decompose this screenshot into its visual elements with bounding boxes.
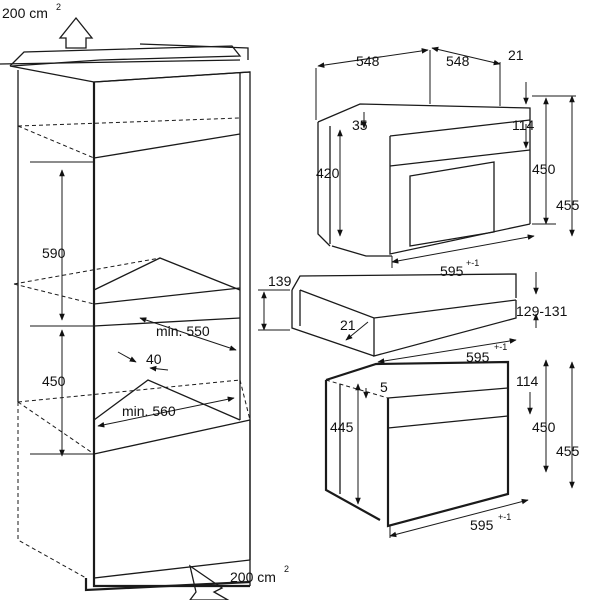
oven-top-depth-b: 548 [446,53,470,69]
oven-top-width: 595 [440,263,464,279]
oven-bottom-side-height: 445 [330,419,354,435]
oven-top-total-height: 455 [556,197,580,213]
lower-height-label: 450 [42,373,66,389]
drawer-width: 595 [466,349,490,365]
oven-top-inner: 35 [352,117,368,133]
oven-bottom-panel: 114 [516,373,539,389]
vent-top-label: 200 cm [2,5,48,21]
oven-bottom-width: 595 [470,517,494,533]
drawer-depth: 21 [340,317,356,333]
drawer-drawing [258,272,539,364]
oven-top-offset: 21 [508,47,524,63]
oven-bottom-width-sup: +-1 [498,512,511,522]
oven-top-depth-a: 548 [356,53,380,69]
oven-top-panel: 114 [512,117,535,133]
oven-bottom-drawing [324,359,575,538]
min-depth-label: min. 550 [156,323,210,339]
vent-bottom-label: 200 cm [230,569,276,585]
oven-top-width-sup: +-1 [466,258,479,268]
drawer-width-sup: +-1 [494,342,507,352]
oven-top-drawing [315,46,576,268]
niche-height-label: 590 [42,245,66,261]
oven-bottom-gap: 5 [380,379,388,395]
vent-diagonal-arrow-icon [188,564,230,600]
vent-bottom-sup: 2 [284,564,289,574]
drawer-height-right: 129-131 [516,303,568,319]
oven-top-side-height: 420 [316,165,340,181]
oven-bottom-body-height: 450 [532,419,556,435]
oven-bottom-total-height: 455 [556,443,580,459]
vent-up-arrow-icon [58,16,94,49]
gap-label: 40 [146,351,162,367]
oven-top-body-height: 450 [532,161,556,177]
drawer-height-left: 139 [268,273,292,289]
cabinet-drawing [0,16,251,600]
vent-top-sup: 2 [56,2,61,12]
min-width-label: min. 560 [122,403,176,419]
